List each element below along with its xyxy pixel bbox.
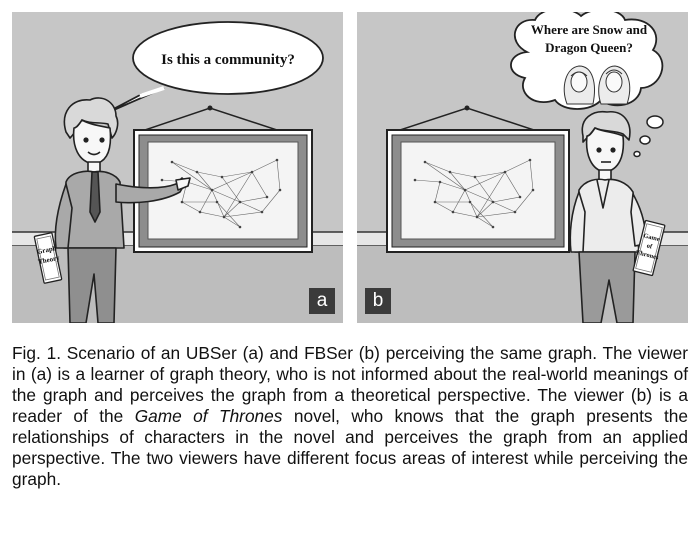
thought-text-line-1: Where are Snow and bbox=[531, 22, 648, 37]
figure-caption: Fig. 1. Scenario of an UBSer (a) and FBS… bbox=[12, 343, 688, 490]
panel-b: Where are Snow and Dragon Queen? bbox=[357, 12, 688, 323]
character-portraits-icon bbox=[563, 65, 631, 105]
thought-bubble: Where are Snow and Dragon Queen? bbox=[510, 12, 664, 158]
caption-text-2: novel, who knows that the graph presents… bbox=[12, 406, 689, 489]
panel-label-a: a bbox=[309, 288, 335, 314]
thought-text-line-2: Dragon Queen? bbox=[545, 40, 633, 55]
panel-label-b: b bbox=[365, 288, 391, 314]
book-line-1: Graph bbox=[36, 244, 57, 256]
learner-person bbox=[54, 97, 191, 323]
caption-text-1: Fig. 1. Scenario of an UBSer (a) and FBS… bbox=[12, 343, 688, 426]
panel-b-illustration: Where are Snow and Dragon Queen? bbox=[357, 12, 688, 323]
book-line-2: of bbox=[646, 242, 654, 250]
panel-a: Is this a community? bbox=[12, 12, 343, 323]
speech-bubble: Is this a community? bbox=[99, 21, 324, 117]
graph-theory-book-icon: Graph Theory bbox=[33, 232, 63, 284]
book-line-1: Game bbox=[643, 232, 661, 243]
game-of-thrones-book-icon: Game of Thrones bbox=[632, 219, 666, 277]
reader-person bbox=[569, 110, 647, 323]
caption-italic-title: Game of Thrones bbox=[134, 406, 283, 426]
panel-a-illustration: Is this a community? bbox=[12, 12, 343, 323]
speech-text: Is this a community? bbox=[161, 52, 295, 68]
